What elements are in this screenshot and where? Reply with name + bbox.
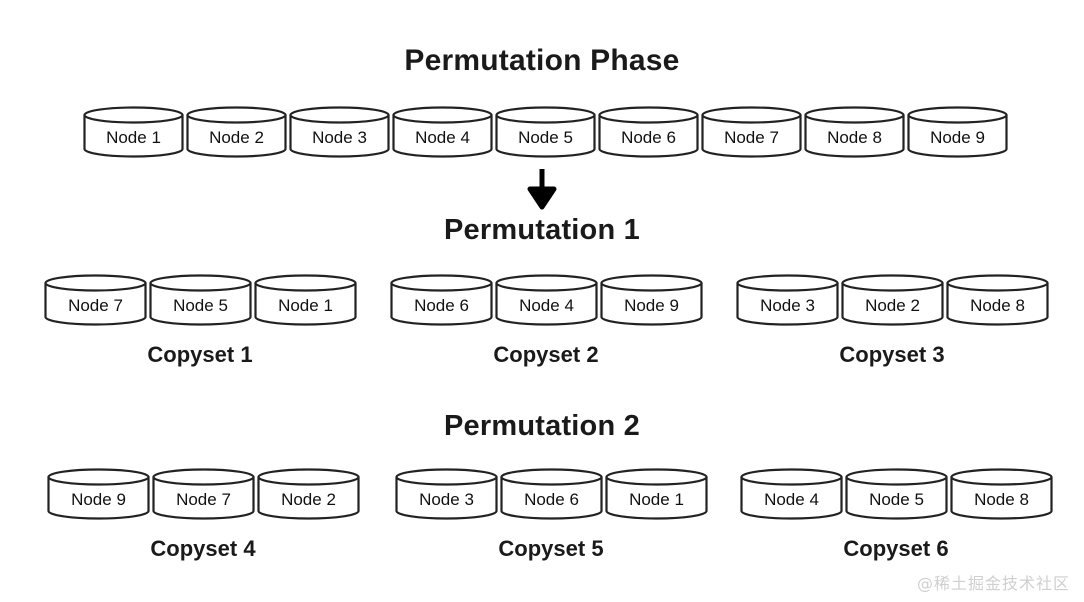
node-cylinder: Node 8: [804, 106, 905, 158]
node-cylinder: Node 6: [500, 468, 603, 520]
page-title: Permutation Phase: [404, 44, 680, 77]
copyset-caption: Copyset 6: [843, 536, 949, 561]
node-cylinder: Node 5: [495, 106, 596, 158]
node-cylinder: Node 2: [186, 106, 287, 158]
node-cylinder: Node 6: [390, 274, 493, 326]
node-cylinder: Node 3: [736, 274, 839, 326]
node-cylinder: Node 4: [495, 274, 598, 326]
node-cylinder: Node 7: [152, 468, 255, 520]
node-cylinder: Node 6: [598, 106, 699, 158]
copyset-node-row: Node 3 Node 2 Node 8: [736, 274, 1049, 326]
copyset-caption: Copyset 2: [493, 342, 599, 367]
node-cylinder: Node 5: [149, 274, 252, 326]
copyset-caption: Copyset 1: [147, 342, 253, 367]
permutation-2-title: Permutation 2: [444, 410, 640, 442]
node-cylinder: Node 1: [605, 468, 708, 520]
node-cylinder: Node 2: [257, 468, 360, 520]
copyset-caption: Copyset 3: [839, 342, 945, 367]
node-cylinder: Node 9: [600, 274, 703, 326]
node-cylinder: Node 7: [701, 106, 802, 158]
all-nodes-row: Node 1 Node 2 Node 3 Node 4 Node 5 Node …: [83, 106, 1008, 158]
node-cylinder: Node 9: [47, 468, 150, 520]
node-cylinder: Node 4: [392, 106, 493, 158]
copyset-caption: Copyset 4: [150, 536, 256, 561]
copyset-node-row: Node 3 Node 6 Node 1: [395, 468, 708, 520]
node-cylinder: Node 7: [44, 274, 147, 326]
node-cylinder: Node 9: [907, 106, 1008, 158]
watermark: @稀土掘金技术社区: [916, 574, 1070, 593]
copyset-caption: Copyset 5: [498, 536, 604, 561]
node-cylinder: Node 8: [946, 274, 1049, 326]
copyset-node-row: Node 6 Node 4 Node 9: [390, 274, 703, 326]
node-cylinder: Node 8: [950, 468, 1053, 520]
node-cylinder: Node 2: [841, 274, 944, 326]
copyset-node-row: Node 4 Node 5 Node 8: [740, 468, 1053, 520]
down-arrow-icon: [0, 168, 1084, 210]
node-cylinder: Node 1: [254, 274, 357, 326]
copyset-node-row: Node 7 Node 5 Node 1: [44, 274, 357, 326]
copyset-node-row: Node 9 Node 7 Node 2: [47, 468, 360, 520]
node-cylinder: Node 4: [740, 468, 843, 520]
node-cylinder: Node 3: [395, 468, 498, 520]
node-cylinder: Node 5: [845, 468, 948, 520]
permutation-1-title: Permutation 1: [444, 214, 640, 246]
node-cylinder: Node 1: [83, 106, 184, 158]
node-cylinder: Node 3: [289, 106, 390, 158]
